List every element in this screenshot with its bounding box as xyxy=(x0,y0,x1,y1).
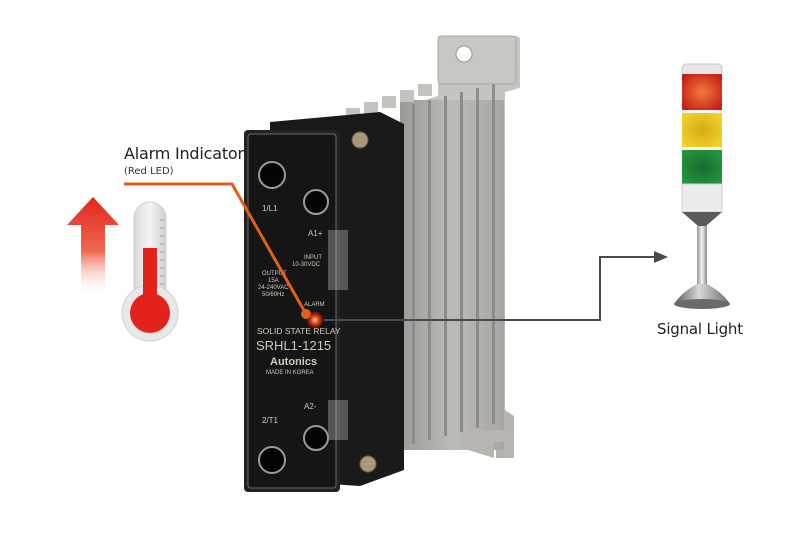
relay-type: SOLID STATE RELAY xyxy=(257,326,341,336)
terminal-label-a1: A1+ xyxy=(308,229,323,238)
output-label: OUTPUT xyxy=(262,271,287,277)
alarm-led xyxy=(306,311,324,329)
terminal-hole xyxy=(303,425,329,451)
relay-model: SRHL1-1215 xyxy=(256,338,331,353)
relay-origin: MADE IN KOREA xyxy=(266,370,314,376)
alarm-label: ALARM xyxy=(304,302,325,308)
arrow-up-icon xyxy=(67,197,119,296)
heatsink xyxy=(346,35,520,458)
output-frequency: 50/60Hz xyxy=(262,292,284,298)
output-voltage: 24-240VAC~ xyxy=(258,285,293,291)
relay-body xyxy=(244,112,404,492)
alarm-indicator-title: Alarm Indicator xyxy=(124,144,244,163)
input-spec: 10-30VDC xyxy=(292,262,321,268)
output-current: 15A xyxy=(268,278,279,284)
terminal-label-2t1: 2/T1 xyxy=(262,416,279,425)
signal-connector-arrow xyxy=(324,251,668,321)
terminal-label-1l1: 1/L1 xyxy=(262,204,278,213)
lamp-green xyxy=(682,150,722,184)
relay-labels: 1/L1 A1+ INPUT 10-30VDC OUTPUT 15A 24-24… xyxy=(256,204,341,425)
terminal-hole xyxy=(258,161,286,189)
signal-light-icon xyxy=(674,63,730,309)
lamp-yellow xyxy=(682,113,722,147)
relay-brand: Autonics xyxy=(270,356,317,368)
thermometer-icon xyxy=(121,201,179,342)
input-label: INPUT xyxy=(304,255,322,261)
lamp-red xyxy=(682,74,722,110)
terminal-hole xyxy=(303,189,329,215)
signal-light-label: Signal Light xyxy=(657,320,743,338)
alarm-indicator-subtitle: (Red LED) xyxy=(124,166,174,177)
terminal-hole xyxy=(258,446,286,474)
terminal-label-a2: A2- xyxy=(304,402,317,411)
